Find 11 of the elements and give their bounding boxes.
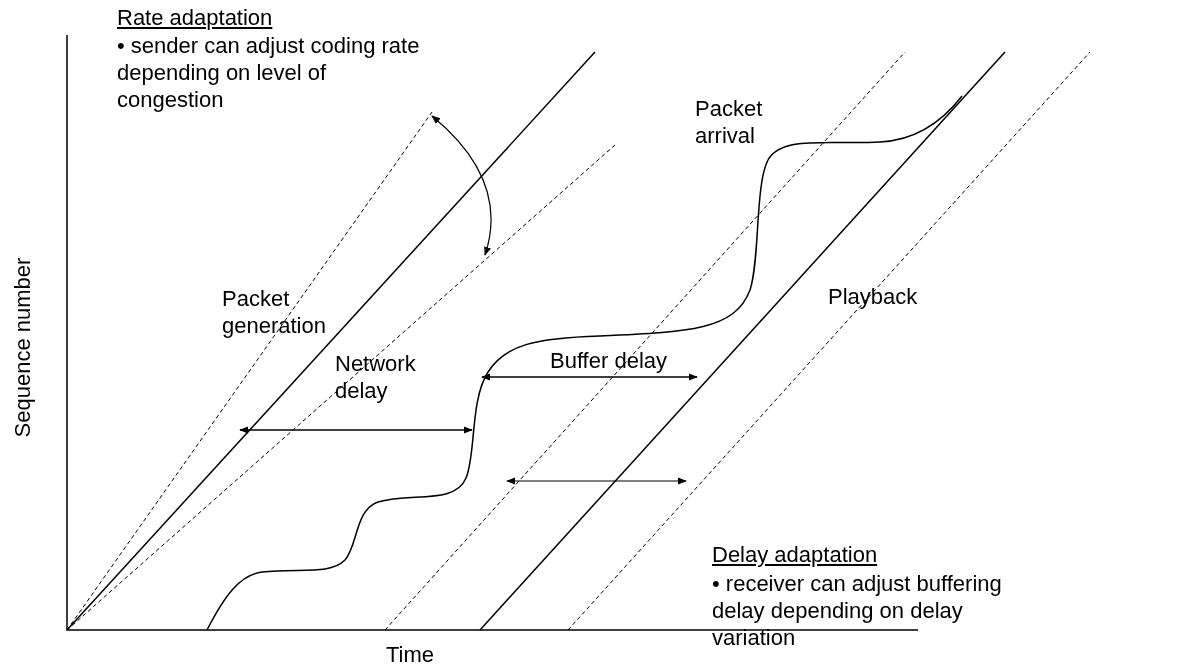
curve-label: Packet arrival	[695, 95, 764, 149]
line-label: Playback	[828, 283, 919, 310]
heading: Rate adaptation	[117, 4, 274, 31]
line-label: Packet generation	[222, 285, 327, 339]
axis-label: Time	[386, 641, 436, 668]
dimension-label: Network delay	[335, 350, 417, 404]
dimension-label: Buffer delay	[550, 347, 668, 374]
note-text: • receiver can adjust buffering delay depending on delay variation	[712, 570, 1003, 651]
axis-label: Sequence number	[8, 257, 36, 438]
note-text: • sender can adjust coding rate depending on level of congestion	[117, 32, 421, 113]
heading: Delay adaptation	[712, 541, 879, 568]
